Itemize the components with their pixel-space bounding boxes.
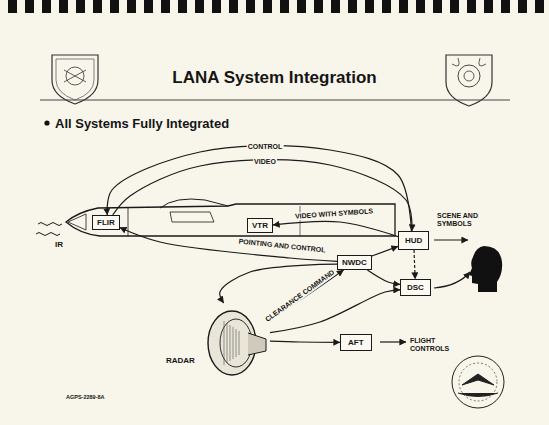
pilot-head <box>469 246 502 292</box>
edge-label: POINTING AND CONTROL <box>237 237 327 254</box>
display-box: DSC <box>400 279 431 296</box>
recorder-box: VTR <box>247 218 273 233</box>
computer-box: NWDC <box>337 255 372 270</box>
signal-arrow <box>372 246 398 256</box>
autopilot-box: AFT <box>340 334 372 351</box>
ir-label: IR <box>55 240 63 250</box>
part-label: RADAR <box>166 355 195 366</box>
box-label: DSC <box>407 282 424 293</box>
signal-arrow <box>414 250 415 279</box>
box-label: NWDC <box>342 257 367 268</box>
flight-control-arrow <box>380 341 406 342</box>
doc-number: AGPS-2289-8A <box>66 394 105 402</box>
signal-arrow <box>270 290 400 333</box>
binder-rings <box>0 0 549 14</box>
bottom-emblem <box>452 356 504 408</box>
slide-title: LANA System Integration <box>0 68 549 88</box>
signal-arrow <box>120 228 337 262</box>
scene-arrow <box>434 239 468 240</box>
aircraft-fuselage <box>66 199 395 236</box>
radar-dish: RADAR <box>202 303 270 377</box>
left-emblem <box>52 55 98 104</box>
box-label: HUD <box>405 235 422 246</box>
output-label: SCENE AND SYMBOLS <box>437 212 481 228</box>
radar-illustration <box>202 303 270 377</box>
signal-arrow <box>270 341 340 342</box>
display-box: HUD <box>398 231 429 250</box>
box-label: AFT <box>348 337 364 348</box>
dsc-view-arrow <box>434 272 470 288</box>
box-label: FLIR <box>97 217 115 228</box>
box-label: VTR <box>252 220 268 231</box>
title-rule <box>40 100 510 101</box>
signal-arrow <box>273 221 398 236</box>
edge-label: VIDEO WITH SYMBOLS <box>294 207 375 221</box>
right-emblem <box>446 55 492 106</box>
bullet-text: All Systems Fully Integrated <box>55 116 229 131</box>
signal-arrow <box>367 270 400 284</box>
output-label: FLIGHT CONTROLS <box>410 337 458 353</box>
bullet <box>44 120 49 125</box>
ir-waves <box>36 223 62 236</box>
sensor-box: FLIR <box>92 215 120 230</box>
edge-label: VIDEO <box>253 158 277 166</box>
edge-label: CLEARANCE COMMAND <box>263 268 337 325</box>
edge-label: CONTROL <box>247 143 284 151</box>
